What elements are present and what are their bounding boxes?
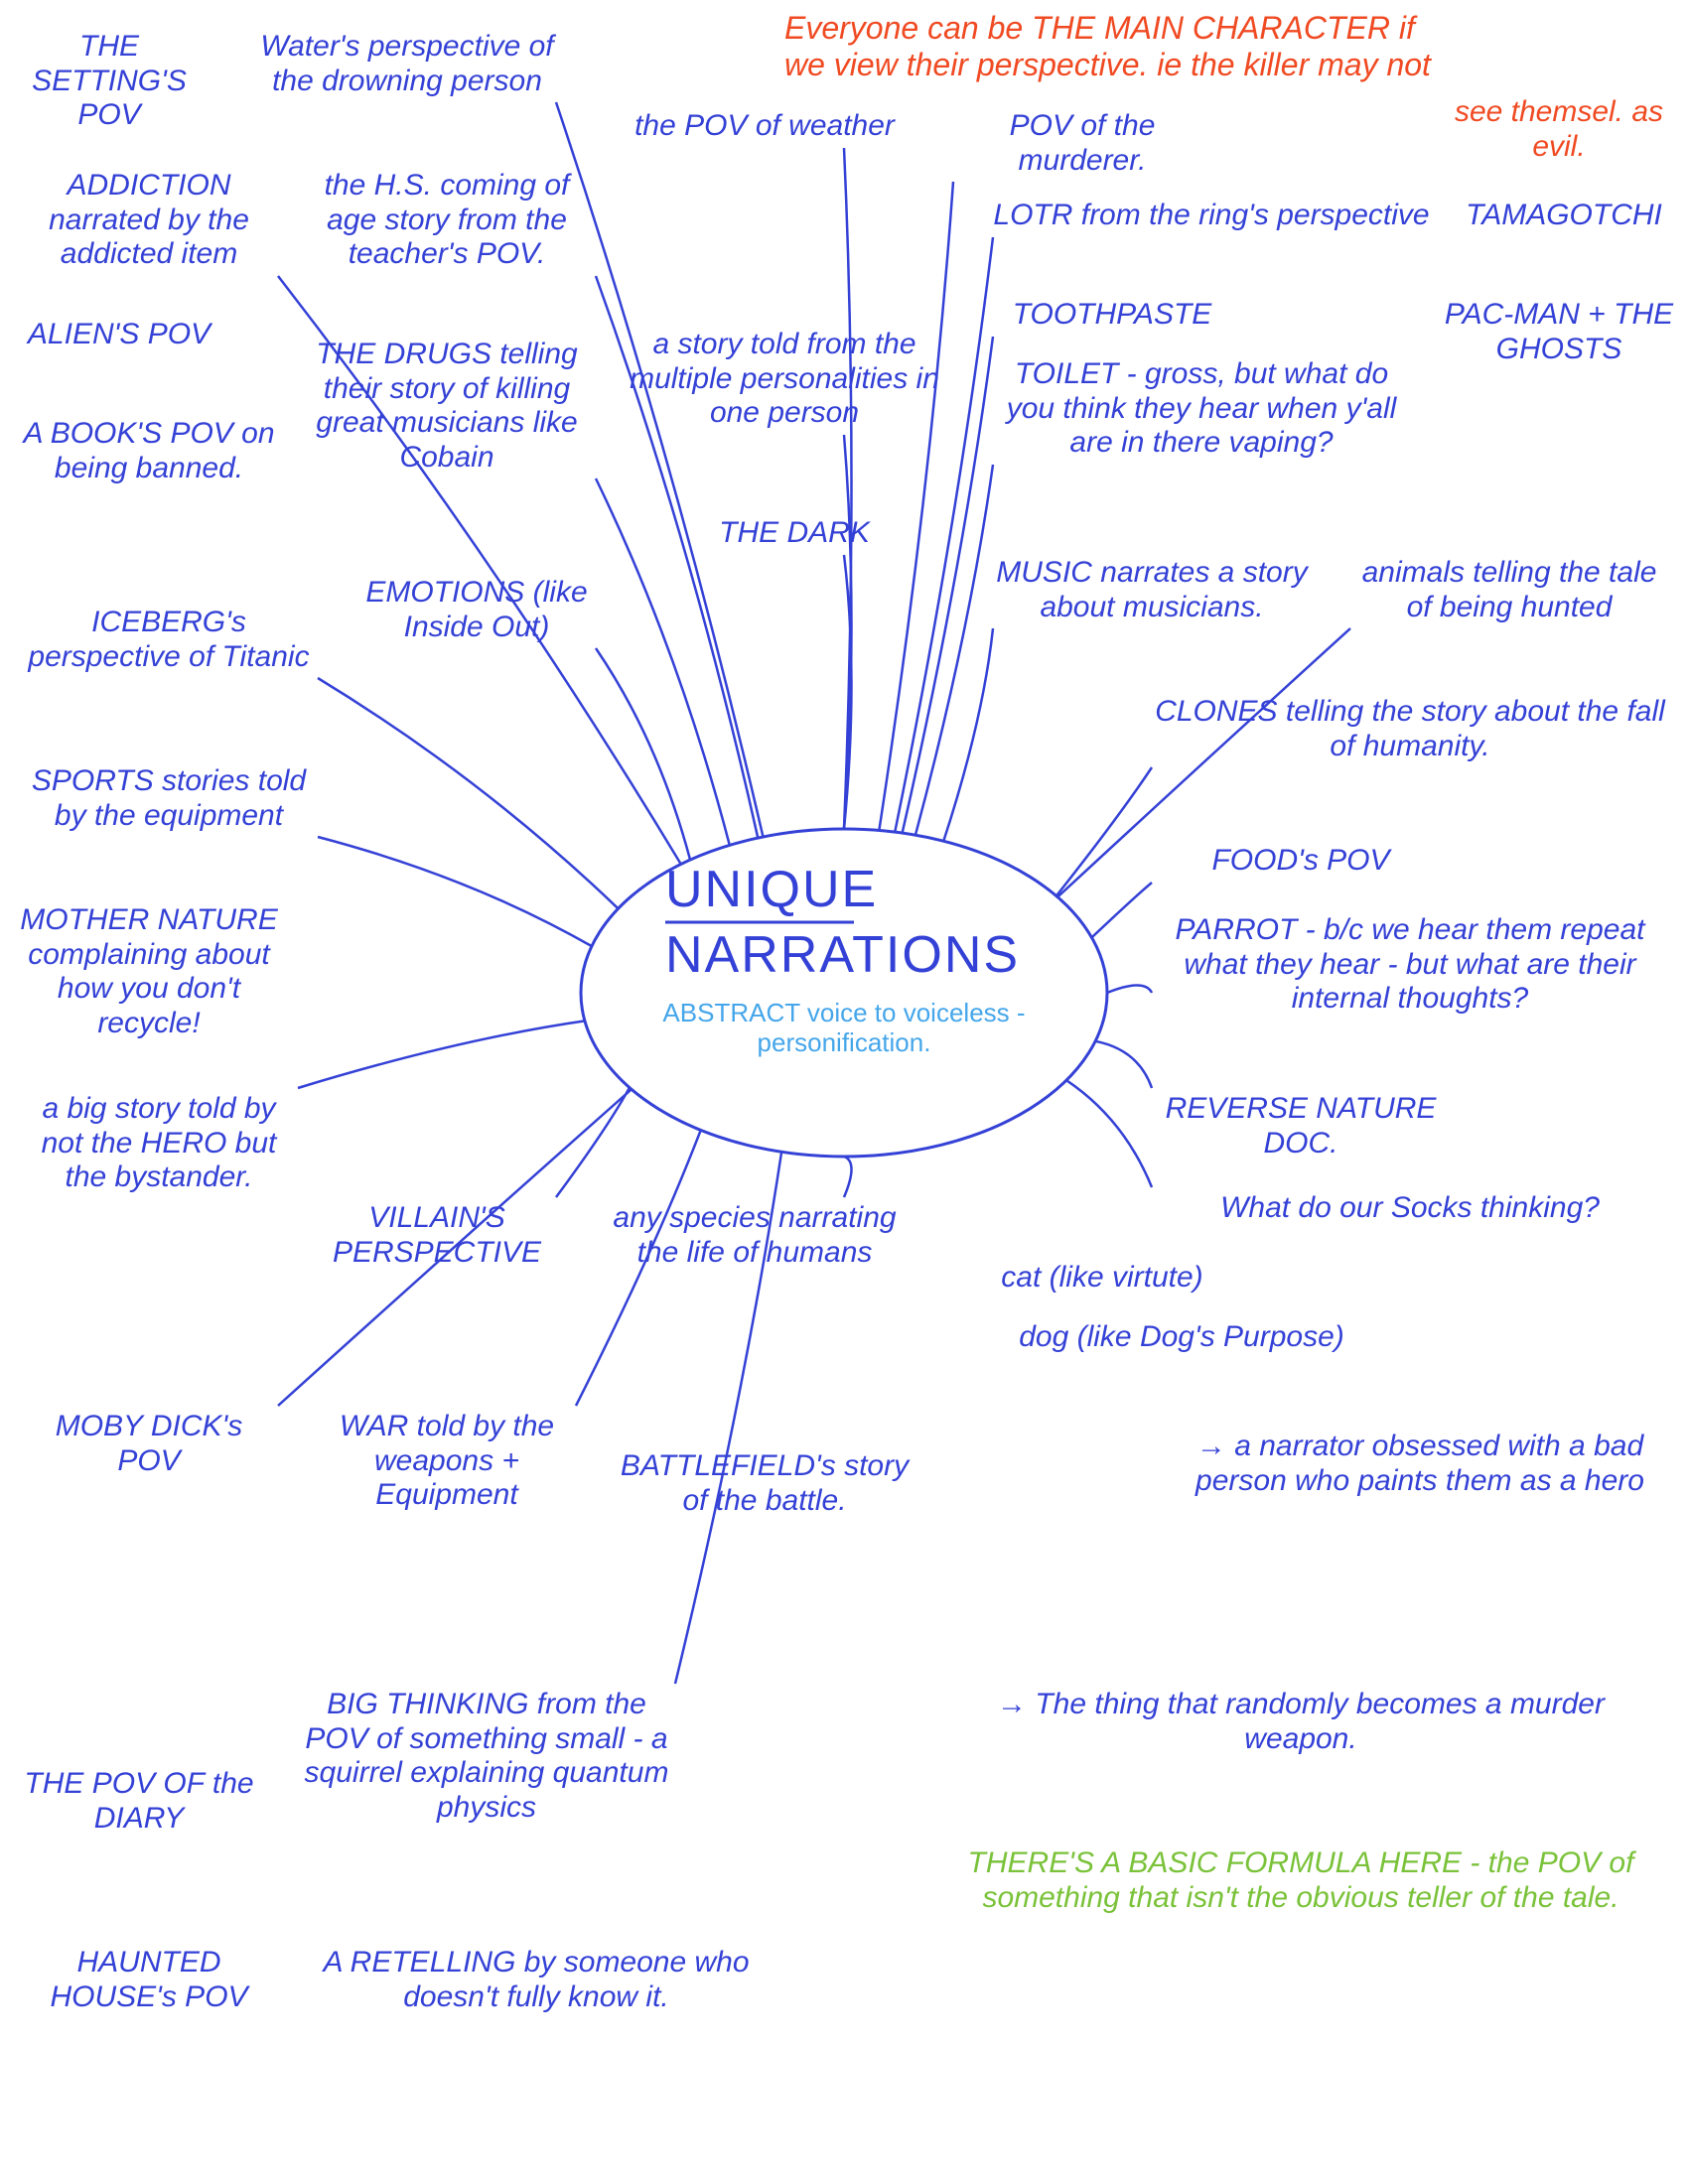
header-note-continued: see themsel. as evil.	[1454, 95, 1664, 163]
node-small: BIG THINKING from the POV of something s…	[304, 1688, 669, 1824]
connector-node-clones	[1055, 766, 1154, 897]
connector-node-murderer	[878, 181, 955, 831]
node-moby: MOBY DICK's POV	[55, 1410, 243, 1477]
connector-node-species	[842, 1155, 853, 1198]
connector-node-bystander	[297, 1020, 586, 1090]
central-title-line1: UNIQUE	[665, 861, 879, 918]
connector-node-reverse	[1094, 1039, 1154, 1089]
node-tamagotchi: TAMAGOTCHI	[1466, 199, 1662, 231]
header-note: Everyone can be THE MAIN CHARACTER if we…	[784, 10, 1678, 83]
node-emotions: EMOTIONS (like Inside Out)	[365, 576, 588, 643]
node-retelling: A RETELLING by someone who doesn't fully…	[323, 1946, 750, 2013]
connector-node-war	[574, 1129, 702, 1407]
node-battlefield: BATTLEFIELD's story of the battle.	[620, 1449, 910, 1517]
node-iceberg: ICEBERG's perspective of Titanic	[28, 606, 310, 673]
node-mother: MOTHER NATURE complaining about how you …	[20, 903, 278, 1039]
node-toothpaste: TOOTHPASTE	[1012, 298, 1212, 331]
node-pacman: PAC-MAN + THE GHOSTS	[1444, 298, 1674, 365]
note-line: voice to	[806, 998, 897, 1027]
node-reverse: REVERSE NATURE DOC.	[1165, 1092, 1437, 1160]
node-animals: animals telling the tale of being hunted	[1361, 556, 1657, 623]
node-war: WAR told by the weapons + Equipment	[339, 1410, 555, 1511]
note-line: we view their perspective. ie the killer…	[784, 46, 1431, 82]
connector-node-animals	[1056, 627, 1351, 898]
node-dog: dog (like Dog's Purpose)	[1019, 1320, 1344, 1353]
connector-node-iceberg	[317, 676, 620, 910]
node-clones: CLONES telling the story about the fall …	[1155, 695, 1665, 762]
node-setting: THE SETTING'S POV	[32, 30, 187, 131]
node-toilet: TOILET - gross, but what do you think th…	[1006, 357, 1397, 459]
connector-node-dark	[842, 554, 853, 830]
node-book: A BOOK'S POV on being banned.	[23, 417, 275, 484]
connector-node-socks	[1065, 1079, 1154, 1188]
connector-node-teacher	[594, 275, 760, 839]
connector-node-addiction	[277, 275, 682, 866]
node-murderer: POV of the murderer.	[1009, 109, 1156, 177]
node-sports: SPORTS stories told by the equipment	[31, 764, 307, 832]
connector-node-toilet	[914, 464, 995, 836]
connector-node-music	[942, 627, 995, 842]
node-ring: LOTR from the ring's perspective	[993, 199, 1430, 231]
connector-node-moby	[277, 1088, 633, 1407]
connector-node-toothpaste	[901, 336, 995, 834]
central-note: ABSTRACT voice to voiceless -personifica…	[635, 998, 1053, 1058]
node-cat: cat (like virtute)	[1001, 1261, 1203, 1294]
node-diary: THE POV OF the DIARY	[24, 1767, 254, 1835]
note-line: Everyone can be THE MAIN CHARACTER if	[784, 10, 1415, 46]
node-personalities: a story told from the multiple personali…	[630, 328, 939, 429]
connector-node-drugs	[594, 478, 732, 846]
node-teacher: the H.S. coming of age story from the te…	[324, 169, 570, 270]
node-weapon: → The thing that randomly becomes a murd…	[997, 1688, 1605, 1755]
node-drugs: THE DRUGS telling their story of killing…	[316, 338, 578, 474]
node-weather: the POV of weather	[634, 109, 895, 142]
node-obsessed: → a narrator obsessed with a bad person …	[1196, 1430, 1644, 1497]
node-species: any species narrating the life of humans	[613, 1201, 897, 1269]
connector-node-small	[673, 1152, 783, 1685]
formula-note: THERE'S A BASIC FORMULA HERE - the POV o…	[967, 1846, 1634, 1914]
node-aliens: ALIEN'S POV	[27, 318, 211, 350]
note-line: voiceless	[903, 998, 1010, 1027]
node-music: MUSIC narrates a story about musicians.	[996, 556, 1308, 623]
node-haunted: HAUNTED HOUSE's POV	[50, 1946, 248, 2013]
node-water: Water's perspective of the drowning pers…	[260, 30, 554, 97]
node-addiction: ADDICTION narrated by the addicted item	[49, 169, 249, 270]
node-villain: VILLAIN'S PERSPECTIVE	[332, 1201, 542, 1269]
connector-node-weather	[842, 147, 853, 830]
note-line: -personification.	[757, 998, 1026, 1057]
connector-node-parrot	[1106, 984, 1154, 995]
central-title-line2: NARRATIONS	[665, 926, 1021, 984]
node-parrot: PARROT - b/c we hear them repeat what th…	[1175, 913, 1645, 1015]
connector-node-villain	[554, 1086, 632, 1198]
node-bystander: a big story told by not the HERO but the…	[41, 1092, 277, 1193]
node-food: FOOD's POV	[1211, 844, 1390, 877]
connector-node-water	[554, 101, 765, 838]
node-socks: What do our Socks thinking?	[1220, 1191, 1600, 1224]
connector-node-ring	[894, 236, 995, 833]
connector-node-sports	[317, 835, 593, 948]
connector-node-emotions	[594, 647, 692, 861]
connector-node-food	[1090, 882, 1153, 939]
node-dark: THE DARK	[719, 516, 870, 549]
note-line: ABSTRACT	[662, 998, 800, 1027]
